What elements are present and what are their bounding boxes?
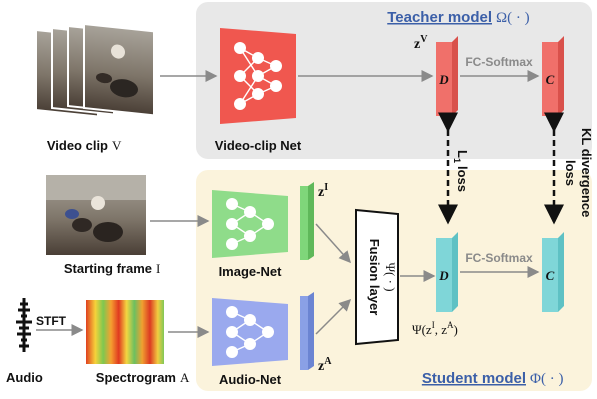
teacher-c-label: C <box>546 72 555 87</box>
starting-frame-label: Starting frame <box>64 261 152 276</box>
zi-to-fusion-arrow <box>315 223 352 264</box>
psi-label: Ψ(zI, zA) <box>412 320 458 337</box>
spectrogram-symbol: A <box>180 370 190 385</box>
student-c-label: C <box>546 268 555 283</box>
teacher-title: Teacher model <box>387 9 492 26</box>
teacher-d-label: D <box>438 72 449 87</box>
video-clip-net <box>220 28 296 124</box>
student-fc-label: FC-Softmax <box>465 251 533 265</box>
audio-label: Audio <box>6 370 43 385</box>
l1-loss-label: L1loss <box>452 150 470 192</box>
student-symbol: Φ( · ) <box>530 371 563 387</box>
za-label: zA <box>318 356 332 374</box>
spectrogram-label: Spectrogram <box>96 370 176 385</box>
teacher-fc-label: FC-Softmax <box>465 55 533 69</box>
audio-net <box>212 298 288 366</box>
fusion-layer-symbol: Ψ( · ) <box>383 262 398 291</box>
teacher-d-layer <box>436 36 458 116</box>
student-c-layer <box>542 232 564 312</box>
student-d-layer <box>436 232 458 312</box>
zi-label: zI <box>318 182 328 200</box>
video-clip-label: Video clip <box>47 138 108 153</box>
starting-frame-image <box>46 175 146 255</box>
student-title: Student model <box>422 370 526 387</box>
image-net <box>212 190 288 258</box>
zv-label: zV <box>414 34 428 52</box>
audio-waveform <box>16 298 32 352</box>
za-to-fusion-arrow <box>315 298 352 335</box>
zi-feature-bar <box>300 182 314 260</box>
spectrogram-image <box>86 300 164 364</box>
fusion-layer-label: Fusion layer <box>367 239 382 316</box>
video-clip-frames <box>35 22 155 118</box>
video-clip-net-label: Video-clip Net <box>215 138 302 153</box>
kl-loss-label-line1: KL divergence <box>579 128 594 217</box>
teacher-c-layer <box>542 36 564 116</box>
za-feature-bar <box>300 292 314 370</box>
student-d-label: D <box>438 268 449 283</box>
stft-label: STFT <box>36 314 67 328</box>
kl-loss-label-line2: loss <box>563 160 578 186</box>
image-net-label: Image-Net <box>219 264 283 279</box>
fusion-layer <box>355 208 399 346</box>
teacher-symbol: Ω( · ) <box>496 10 530 26</box>
video-clip-symbol: V <box>112 138 122 153</box>
audio-net-label: Audio-Net <box>219 372 282 387</box>
starting-frame-symbol: I <box>156 261 160 276</box>
